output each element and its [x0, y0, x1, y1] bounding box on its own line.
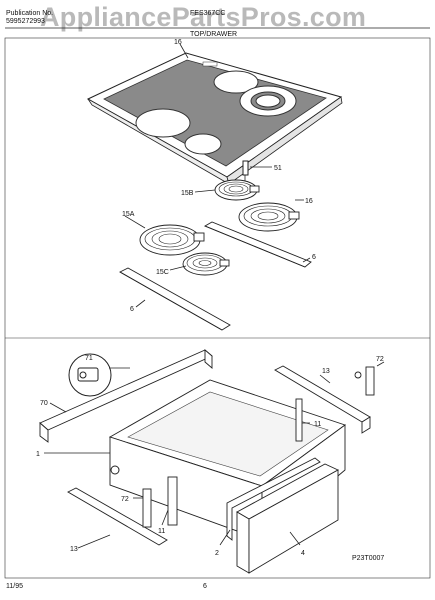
callout-11-right: 11	[314, 421, 321, 428]
cooktop-glass	[86, 52, 343, 185]
burner-element-16	[238, 202, 300, 232]
callout-13-right: 13	[322, 368, 330, 375]
callout-1: 1	[36, 451, 40, 458]
callout-6-left: 6	[130, 306, 134, 313]
roller-detail-callout	[68, 353, 130, 397]
watermark: AppliancePartsPros.com	[40, 2, 367, 32]
callout-15b: 15B	[181, 190, 194, 197]
footer-date: 11/95	[6, 583, 23, 590]
drawer-slide-bracket-right	[295, 398, 303, 442]
callout-6-right: 6	[312, 254, 316, 261]
drawer-front-panel	[236, 463, 339, 574]
burner-element-15b	[214, 179, 260, 201]
support-bracket-right	[203, 221, 312, 268]
support-bracket-left	[119, 267, 231, 331]
callout-71: 71	[85, 355, 93, 362]
drawer-rail-left	[39, 349, 213, 443]
drawer-body	[108, 379, 346, 541]
diagram-reference-code: P23T0007	[352, 555, 384, 562]
burner-element-15a	[139, 224, 205, 256]
callout-11-left: 11	[158, 528, 165, 535]
callout-72-right: 72	[376, 356, 384, 363]
callout-16-cooktop: 16	[174, 39, 182, 46]
drawer-front-inner-panel	[226, 457, 321, 541]
section-title: TOP/DRAWER	[190, 31, 238, 38]
drawer-bracket-right	[354, 366, 375, 396]
callout-16-burner: 16	[305, 198, 313, 205]
callout-4: 4	[301, 550, 305, 557]
callout-2: 2	[215, 550, 219, 557]
callout-13-left: 13	[70, 546, 78, 553]
callout-15c: 15C	[156, 269, 169, 276]
publication-label: Publication No.	[6, 10, 54, 17]
burner-element-15c	[182, 252, 230, 276]
callout-70: 70	[40, 400, 48, 407]
drawer-rail-right	[274, 365, 371, 434]
publication-number: 5995272993	[6, 18, 45, 25]
model-number: FES367CC	[190, 10, 226, 17]
drawer-bracket-left	[142, 476, 178, 528]
callout-15a: 15A	[122, 211, 135, 218]
callout-51: 51	[274, 165, 282, 172]
callout-72-left: 72	[121, 496, 129, 503]
drawer-rail-front-left	[67, 487, 168, 546]
footer-page: 6	[203, 583, 207, 590]
